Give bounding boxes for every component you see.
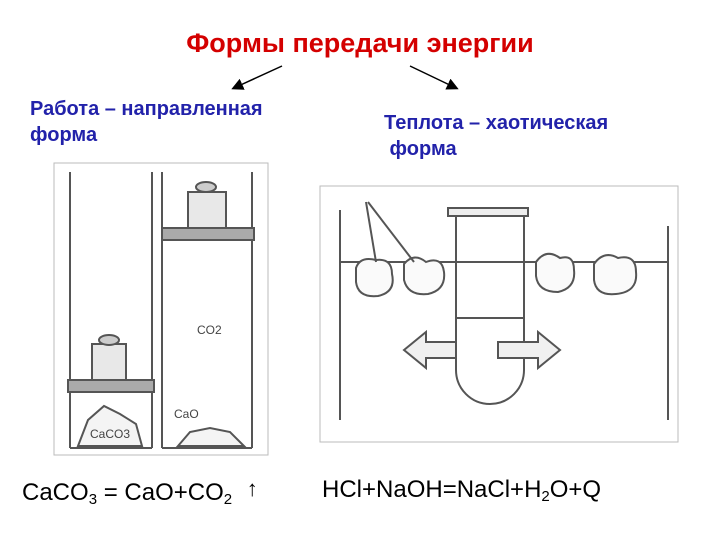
heat-heading-line1: Теплота – хаотическая <box>384 112 609 134</box>
cao-heap <box>175 426 247 447</box>
label-co2: CO2 <box>197 323 222 337</box>
heat-heading-line2: форма <box>384 138 457 160</box>
particle-2 <box>403 256 446 296</box>
weight-right <box>187 191 227 229</box>
particle-3 <box>535 252 576 294</box>
work-heading-line2: форма <box>30 124 98 146</box>
equation-neutralization: HCl+NaOH=NaCl+H2O+Q <box>322 476 602 505</box>
slide-title: Формы передачи энергии <box>186 28 534 58</box>
arrow-to-work <box>231 65 283 90</box>
label-caco3: CaCO3 <box>90 427 130 441</box>
particle-4 <box>593 254 638 296</box>
heat-arrow-left <box>402 329 457 371</box>
gas-arrow: ↑ <box>246 476 258 501</box>
caco3-heap <box>76 404 144 447</box>
label-cao: CaO <box>174 407 199 421</box>
particle-1 <box>355 258 394 298</box>
test-tube-rim <box>447 207 529 217</box>
work-heading: Работа – направленная форма <box>30 96 330 148</box>
work-heading-line1: Работа – направленная <box>30 98 263 120</box>
test-tube <box>455 216 525 405</box>
equation-caco3: CaCO3 = CaO+CO2 ↑ <box>22 476 258 508</box>
arrow-to-heat <box>409 65 459 90</box>
heat-arrow-right <box>497 329 562 371</box>
heat-heading: Теплота – хаотическая форма <box>384 110 704 162</box>
